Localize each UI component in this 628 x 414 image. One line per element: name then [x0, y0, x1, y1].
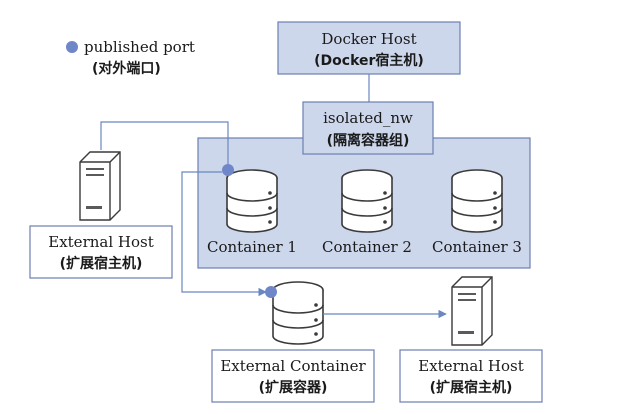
- network-subtitle: (隔离容器组): [327, 132, 410, 149]
- external-container-title: External Container: [220, 357, 366, 375]
- external-host-right-server-icon: [451, 276, 493, 346]
- container-1: Container 1: [207, 169, 297, 256]
- container-2-label: Container 2: [322, 238, 412, 256]
- legend-subtitle: (对外端口): [92, 60, 161, 77]
- external-host-left-subtitle: (扩展宿主机): [60, 255, 143, 272]
- external-host-right-box: External Host (扩展宿主机): [399, 349, 543, 403]
- legend: published port (对外端口): [66, 38, 195, 77]
- external-host-left-title: External Host: [48, 233, 154, 251]
- docker-host-box: Docker Host (Docker宿主机): [277, 21, 461, 75]
- container-2: Container 2: [322, 169, 412, 256]
- external-host-left-box: External Host (扩展宿主机): [29, 225, 173, 279]
- network-title: isolated_nw: [323, 109, 413, 127]
- published-port-dot-container-1: [222, 164, 234, 176]
- external-container-subtitle: (扩展容器): [259, 379, 328, 396]
- docker-host-subtitle: (Docker宿主机): [314, 52, 424, 69]
- external-container-database-icon: [272, 281, 324, 345]
- published-port-dot-external-container: [265, 286, 277, 298]
- external-host-to-port-line: [100, 121, 229, 166]
- container-1-database-icon: [226, 169, 278, 233]
- container-to-external-container-line: [181, 171, 267, 297]
- container-3-label: Container 3: [432, 238, 522, 256]
- published-port-legend-dot: [66, 41, 78, 53]
- external-container-box: External Container (扩展容器): [211, 349, 375, 403]
- external-host-left-server-icon: [79, 151, 121, 221]
- network-label-box: isolated_nw (隔离容器组): [302, 101, 434, 155]
- container-2-database-icon: [341, 169, 393, 233]
- container-3: Container 3: [432, 169, 522, 256]
- container-3-database-icon: [451, 169, 503, 233]
- external-host-right-title: External Host: [418, 357, 524, 375]
- external-host-right-subtitle: (扩展宿主机): [430, 379, 513, 396]
- legend-title: published port: [84, 38, 195, 56]
- docker-host-title: Docker Host: [321, 30, 416, 48]
- container-1-label: Container 1: [207, 238, 297, 256]
